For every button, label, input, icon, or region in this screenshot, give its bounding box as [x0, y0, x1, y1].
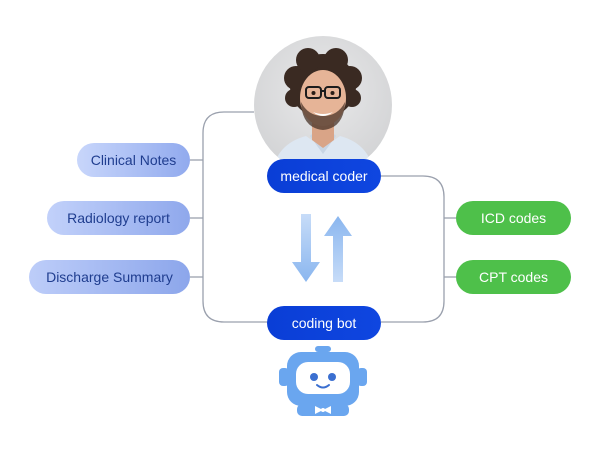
output-pill-label: ICD codes: [480, 210, 547, 226]
medical-coder-photo: [254, 36, 392, 174]
medical-coder-pill: medical coder: [267, 159, 381, 193]
person-photo-icon: [254, 36, 392, 174]
input-pill-discharge-summary: Discharge Summary: [29, 260, 190, 294]
robot-icon: [279, 346, 367, 416]
input-pill-radiology-report: Radiology report: [47, 201, 190, 235]
coding-bot-label: coding bot: [291, 315, 357, 331]
coding-bot-pill: coding bot: [267, 306, 381, 340]
exchange-arrows-icon: [292, 214, 352, 282]
input-pill-label: Clinical Notes: [90, 152, 177, 168]
output-pill-label: CPT codes: [479, 269, 548, 285]
right-bracket-line: [381, 175, 445, 323]
output-pill-cpt-codes: CPT codes: [456, 260, 571, 294]
output-pill-icd-codes: ICD codes: [456, 201, 571, 235]
medical-coder-label: medical coder: [280, 168, 368, 184]
input-pill-clinical-notes: Clinical Notes: [77, 143, 190, 177]
left-bracket-line: [202, 111, 268, 323]
input-pill-label: Radiology report: [67, 210, 170, 226]
input-pill-label: Discharge Summary: [46, 269, 173, 285]
